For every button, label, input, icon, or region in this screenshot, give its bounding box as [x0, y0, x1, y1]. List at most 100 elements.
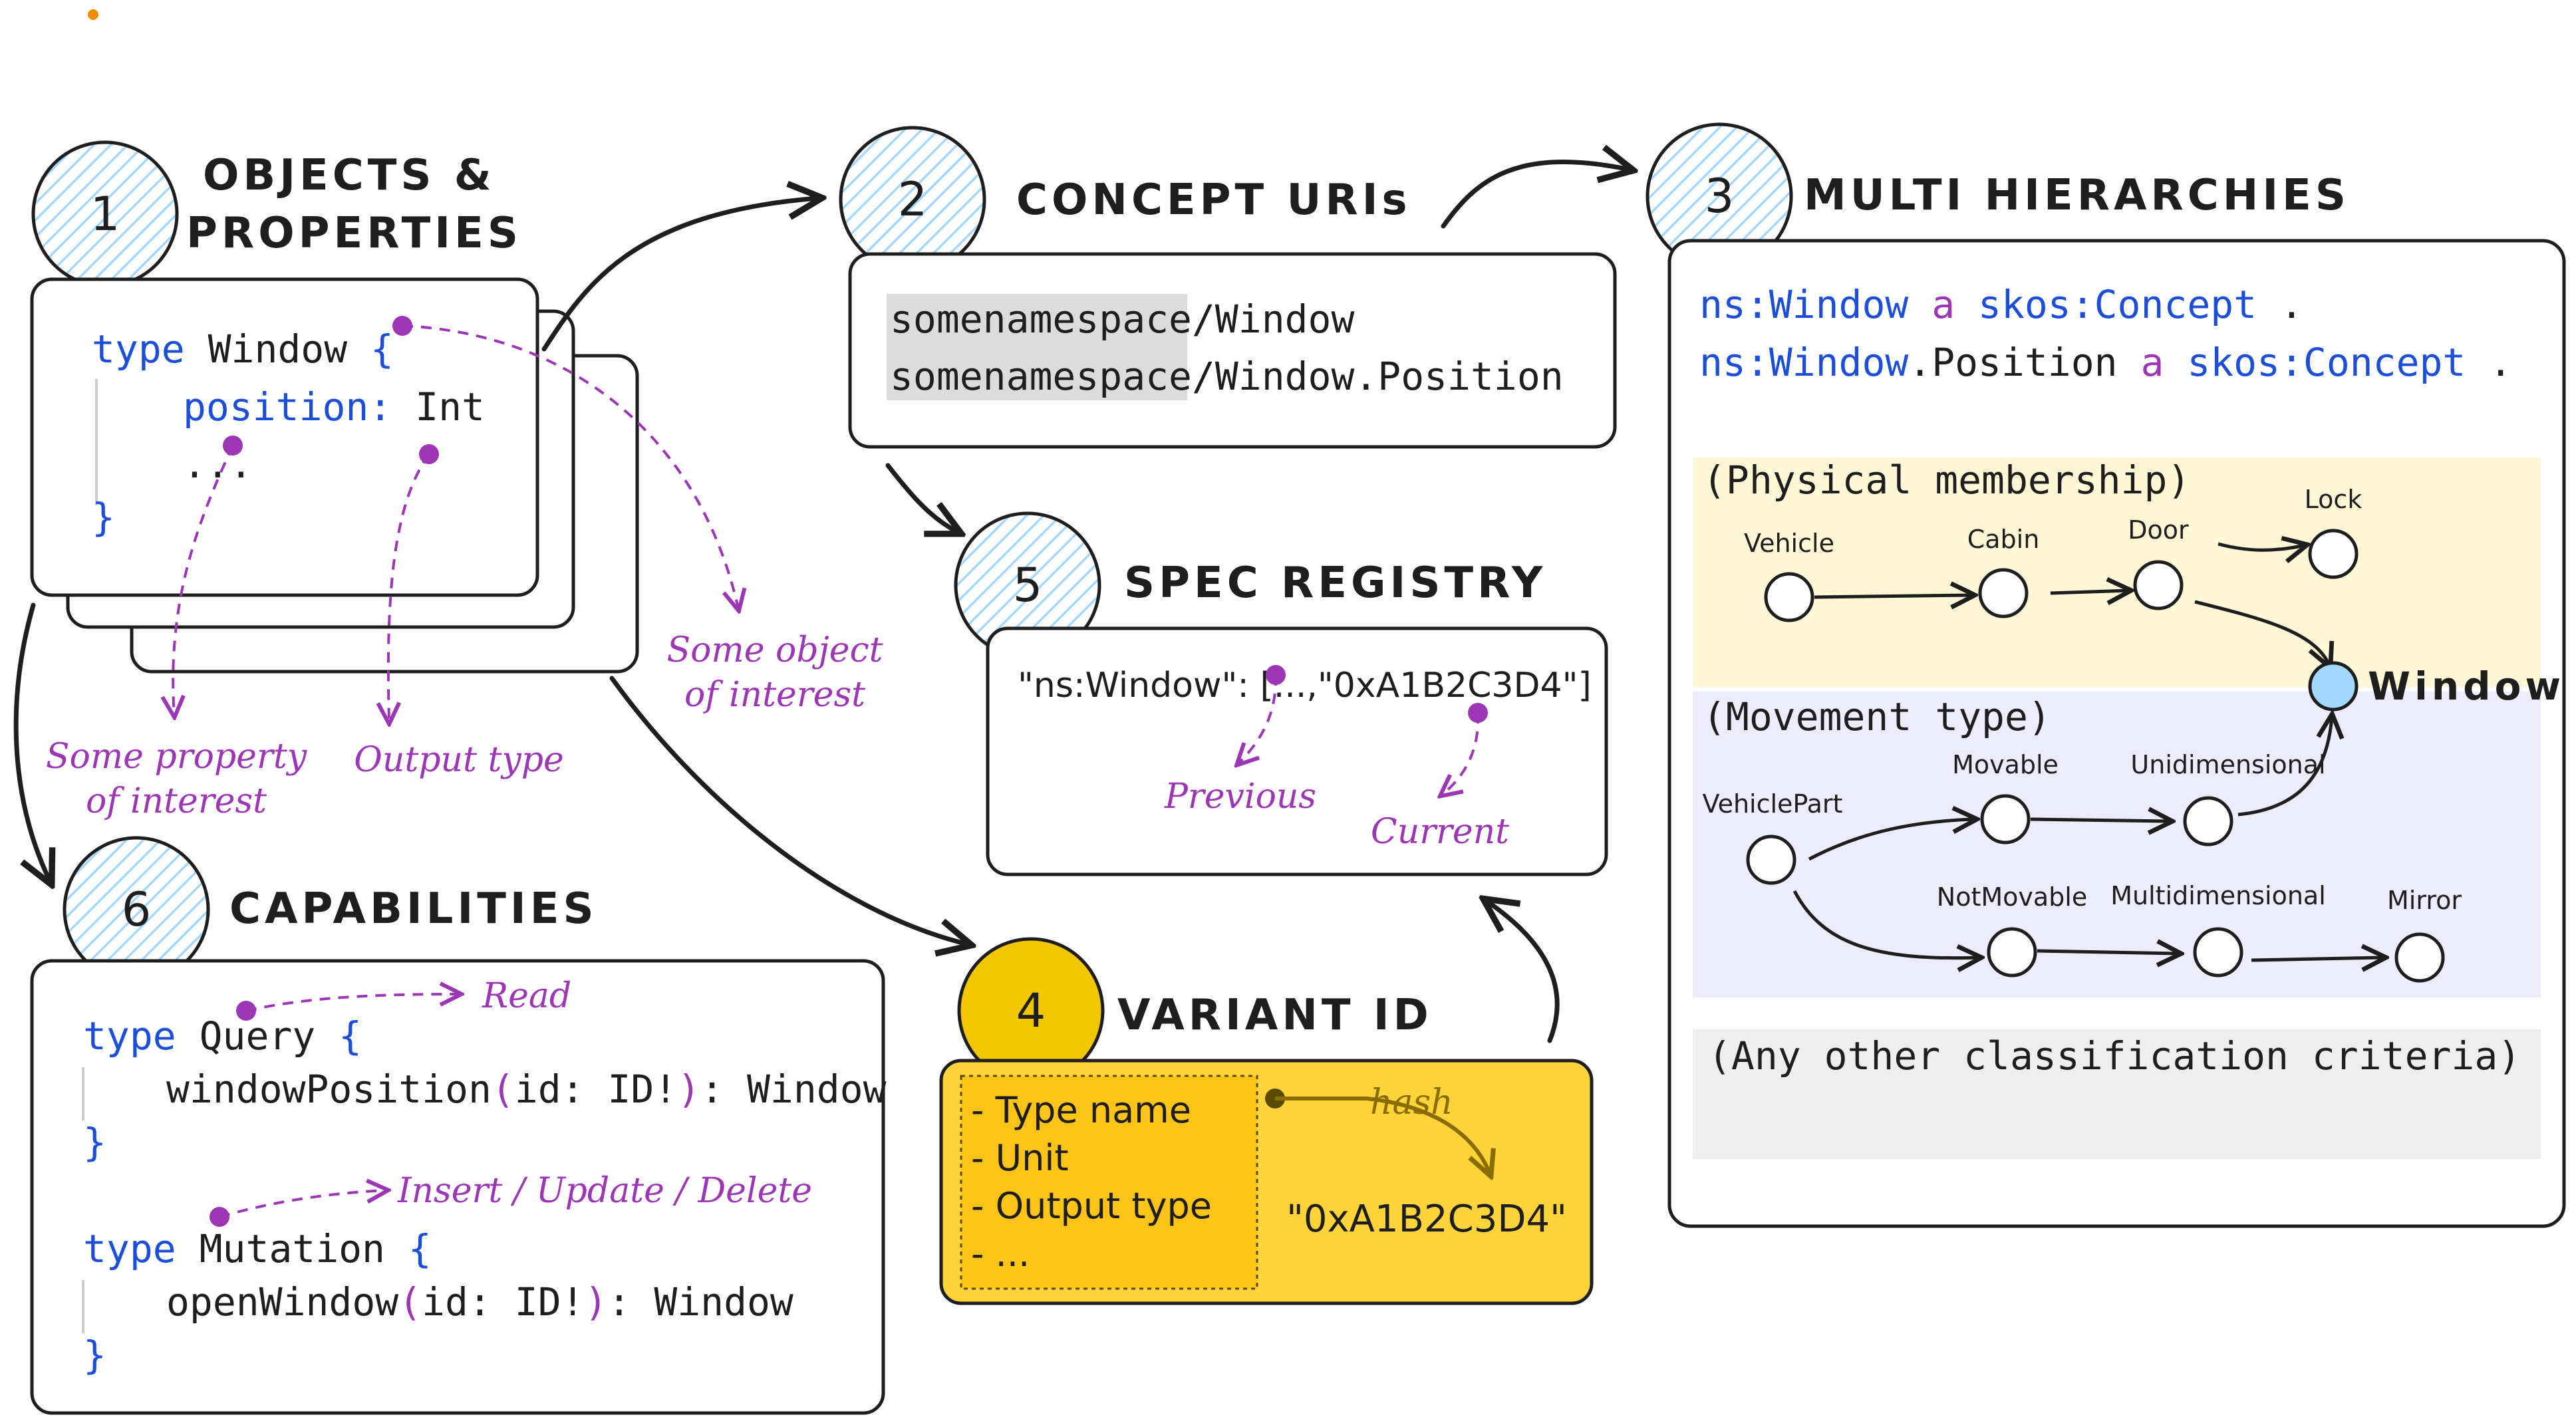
- mutation-line1: type Mutation {: [83, 1226, 432, 1271]
- edge-cabin-door: [2050, 590, 2128, 593]
- concept-uri-line2: somenamespace/Window.Position: [890, 354, 1564, 399]
- arrow-2-to-5: [885, 463, 958, 532]
- node-label-multidimensional: Multidimensional: [2110, 881, 2326, 910]
- write-pointer: [219, 1190, 386, 1218]
- variant-item-4: - ...: [971, 1233, 1030, 1275]
- read-pointer: [245, 994, 459, 1012]
- node-label-window: Window: [2368, 664, 2565, 709]
- node-door: [2133, 560, 2184, 610]
- step-3-number: 3: [1705, 169, 1735, 223]
- variant-inputs-box: [960, 1075, 1258, 1290]
- arrow-4-to-5: [1487, 901, 1560, 1043]
- node-label-cabin: Cabin: [1967, 525, 2040, 554]
- node-multidimensional: [2193, 927, 2243, 977]
- group-physical-label: (Physical membership): [1703, 457, 2190, 503]
- section-multi-hierarchies: 3 MULTI HIERARCHIES ns:Window a skos:Con…: [1646, 122, 2566, 1228]
- other-criteria-group: [1693, 1029, 2541, 1159]
- object-card-front: [30, 277, 539, 597]
- node-label-mirror: Mirror: [2387, 886, 2462, 915]
- current-pointer: [1442, 712, 1480, 795]
- step-6-title: CAPABILITIES: [229, 884, 598, 934]
- object-code-line4: }: [92, 495, 115, 540]
- node-label-unidimensional: Unidimensional: [2130, 750, 2325, 779]
- node-unidimensional: [2183, 796, 2233, 846]
- step-1-title-line1: OBJECTS &: [203, 151, 496, 200]
- arrow-1-to-4: [609, 676, 968, 944]
- rdf-line1: ns:Window a skos:Concept .: [1699, 282, 2303, 327]
- hash-label: hash: [1370, 1083, 1453, 1122]
- step-1-number: 1: [90, 187, 120, 241]
- node-window: [2308, 661, 2359, 712]
- query-line2: windowPosition(id: ID!): Window: [166, 1067, 887, 1112]
- step-2-title: CONCEPT URIs: [1016, 176, 1411, 225]
- anno-property-line2: of interest: [86, 781, 267, 821]
- arrow-1-to-6: [13, 602, 50, 881]
- edge-unidimensional-window: [2237, 717, 2332, 817]
- node-label-lock: Lock: [2305, 485, 2362, 514]
- physical-membership-group: [1693, 457, 2541, 687]
- registry-entry: "ns:Window": [...,"0xA1B2C3D4"]: [1018, 666, 1592, 706]
- section-capabilities: 6 CAPABILITIES type Query { windowPositi…: [30, 836, 887, 1415]
- edge-movable-unidimensional: [2030, 819, 2170, 821]
- node-notmovable: [1987, 927, 2037, 977]
- step-2-number: 2: [898, 172, 928, 227]
- section-variant-id: 4 VARIANT ID - Type name - Unit - Output…: [939, 937, 1594, 1305]
- step-6-number: 6: [122, 882, 152, 937]
- property-pointer: [173, 445, 234, 715]
- mutation-line2: openWindow(id: ID!): Window: [166, 1279, 793, 1325]
- node-label-vehiclepart: VehiclePart: [1703, 789, 1843, 819]
- output-type-pointer: [388, 453, 430, 721]
- spec-registry-box: [986, 626, 1608, 876]
- node-label-door: Door: [2128, 515, 2189, 545]
- object-code-line2: position: Int: [183, 384, 485, 430]
- anno-output-type: Output type: [354, 740, 564, 780]
- rdf-line2: ns:Window.Position a skos:Concept .: [1699, 340, 2512, 385]
- step-5-number: 5: [1013, 558, 1043, 612]
- section-objects-properties: 1 OBJECTS & PROPERTIES type Window { pos…: [30, 140, 883, 821]
- concept-uri-line1: somenamespace/Window: [890, 297, 1354, 342]
- object-code-line1: type Window {: [92, 326, 394, 372]
- hash-pointer: [1275, 1097, 1490, 1174]
- edge-notmovable-multidimensional: [2037, 951, 2178, 954]
- group-movement-label: (Movement type): [1703, 694, 2051, 739]
- node-label-notmovable: NotMovable: [1937, 882, 2087, 912]
- group-other-label: (Any other classification criteria): [1708, 1033, 2521, 1079]
- variant-item-2: - Unit: [971, 1137, 1069, 1179]
- node-lock: [2308, 529, 2359, 579]
- arrow-2-to-3: [1441, 162, 1630, 229]
- node-cabin: [1978, 568, 2029, 618]
- anno-property-line1: Some property: [46, 737, 307, 777]
- node-vehicle: [1764, 572, 1814, 622]
- hash-value: "0xA1B2C3D4": [1286, 1198, 1567, 1241]
- mutation-line3: }: [83, 1333, 106, 1378]
- arrow-1-to-2: [541, 198, 818, 352]
- edge-door-window: [2194, 600, 2329, 665]
- step-4-title: VARIANT ID: [1117, 991, 1433, 1040]
- anno-current: Current: [1371, 812, 1509, 852]
- edge-vehiclepart-movable: [1808, 819, 1974, 861]
- step-5-title: SPEC REGISTRY: [1124, 559, 1546, 608]
- section-spec-registry: 5 SPEC REGISTRY "ns:Window": [...,"0xA1B…: [954, 511, 1608, 876]
- variant-item-1: - Type name: [971, 1089, 1191, 1131]
- section-concept-uris: 2 CONCEPT URIs somenamespace/Window some…: [839, 126, 1617, 449]
- edge-door-lock: [2218, 544, 2305, 550]
- anno-previous: Previous: [1164, 777, 1316, 817]
- edge-multidimensional-mirror: [2251, 958, 2383, 960]
- anno-object-line2: of interest: [684, 675, 865, 715]
- query-line1: type Query {: [83, 1013, 362, 1059]
- variant-item-3: - Output type: [971, 1185, 1212, 1227]
- query-line3: }: [83, 1120, 106, 1165]
- node-label-movable: Movable: [1952, 750, 2059, 779]
- node-mirror: [2394, 932, 2445, 983]
- node-movable: [1980, 794, 2031, 844]
- edge-vehiclepart-notmovable: [1792, 890, 1979, 958]
- anno-object-line1: Some object: [666, 630, 883, 670]
- anno-write: Insert / Update / Delete: [397, 1171, 812, 1211]
- namespace-highlight: [887, 294, 1187, 400]
- edge-vehicle-cabin: [1814, 595, 1972, 597]
- orange-dot: [88, 9, 98, 20]
- step-4-number: 4: [1016, 983, 1046, 1038]
- node-label-vehicle: Vehicle: [1744, 529, 1834, 558]
